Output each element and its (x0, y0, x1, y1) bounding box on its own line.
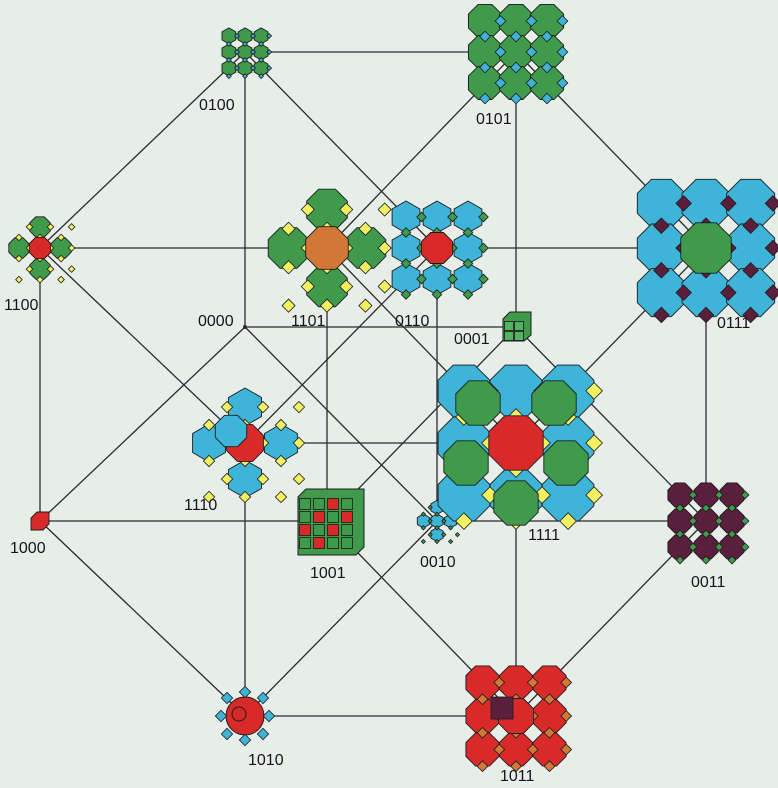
shape-1010 (214, 685, 276, 747)
shape-0100 (221, 27, 273, 80)
shape-1001 (297, 488, 365, 556)
shape-0011 (667, 482, 750, 565)
edge-1100-1110 (39, 247, 246, 444)
label-1001: 1001 (310, 565, 346, 582)
label-0110: 0110 (395, 313, 430, 330)
label-1111: 1111 (528, 527, 561, 544)
label-0100: 0100 (199, 97, 235, 114)
label-0010: 0010 (420, 554, 456, 571)
shape-1100 (8, 216, 76, 284)
edge-0000-1000 (39, 326, 246, 522)
shape-1111 (437, 364, 604, 531)
label-1110: 1110 (184, 497, 218, 514)
label-1011: 1011 (500, 768, 535, 785)
edge-0010-1010 (244, 520, 438, 717)
shape-1011 (465, 665, 573, 773)
label-1101: 1101 (291, 313, 326, 330)
label-1100: 1100 (4, 297, 39, 314)
label-0011: 0011 (691, 574, 726, 591)
shape-1101 (267, 188, 392, 313)
shape-0001 (502, 311, 532, 342)
shape-1110 (192, 387, 306, 504)
label-1010: 1010 (248, 752, 284, 769)
edge-0000-0010 (244, 326, 438, 522)
shape-1000 (30, 511, 50, 531)
edge-0100-1100 (39, 51, 246, 249)
label-0000: 0000 (198, 313, 234, 330)
shape-0111 (636, 178, 778, 324)
shape-0110 (391, 200, 489, 300)
label-1000: 1000 (10, 540, 46, 557)
label-0111: 0111 (717, 315, 751, 332)
shape-0000 (243, 325, 247, 329)
label-0001: 0001 (454, 331, 490, 348)
edge-1000-1010 (39, 520, 246, 717)
shape-0101 (467, 3, 569, 105)
label-0101: 0101 (476, 111, 512, 128)
